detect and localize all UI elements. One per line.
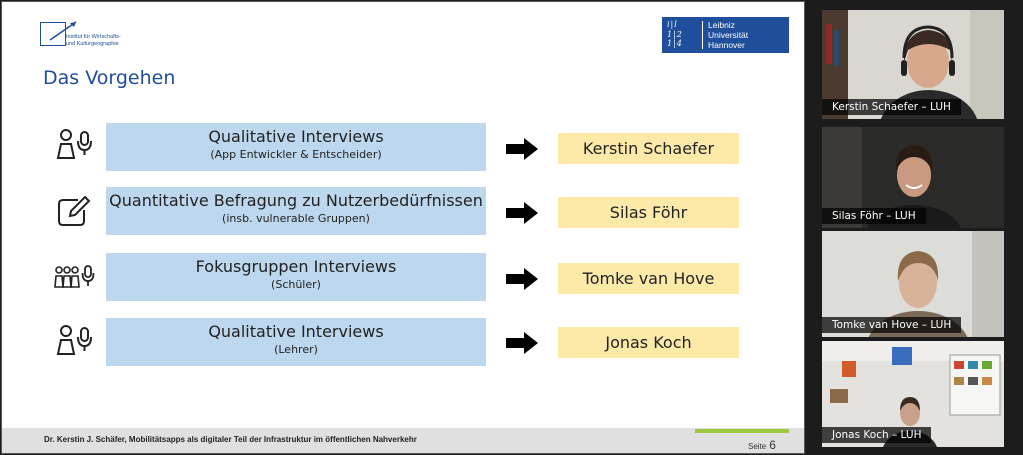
luh-text-3: Hannover [708,40,745,50]
method-subtitle: (App Entwickler & Entscheider) [210,148,382,161]
method-box: Qualitative Interviews (Lehrer) [106,318,486,366]
method-subtitle: (Schüler) [271,278,321,291]
arrow-right-icon [506,202,538,224]
luh-logo: i|l 1|2 1|4 Leibniz Universität Hannover [662,17,789,53]
institute-logo: Institut für Wirtschafts- und Kulturgeog… [36,16,156,56]
participant-video-tile[interactable]: Silas Föhr – LUH [822,127,1004,228]
participant-name: Silas Föhr – LUH [822,208,926,224]
page-number-value: 6 [769,438,776,452]
arrow-right-icon [506,332,538,354]
person-microphone-icon [56,325,92,355]
luh-text-2: Universität [708,30,749,40]
method-box: Qualitative Interviews (App Entwickler &… [106,123,486,171]
page-label: Seite [748,442,767,451]
method-subtitle: (insb. vulnerable Gruppen) [222,212,370,225]
slide-title: Das Vorgehen [43,67,176,89]
participant-name: Jonas Koch – LUH [822,427,932,443]
luh-text-1: Leibniz [708,20,735,30]
footer-accent-bar [695,429,789,433]
method-subtitle: (Lehrer) [274,343,318,356]
participant-video-tile[interactable]: Jonas Koch – LUH [822,341,1004,447]
participant-video-tile[interactable]: Tomke van Hove – LUH [822,231,1004,337]
arrow-right-icon [506,268,538,290]
person-microphone-icon [56,129,92,159]
arrow-right-icon [506,138,538,160]
group-microphone-icon [54,265,95,288]
luh-mark: i|l 1|2 1|4 [667,20,683,48]
assigned-person: Silas Föhr [558,197,739,228]
method-title: Quantitative Befragung zu Nutzerbedürfni… [109,191,483,210]
method-title: Qualitative Interviews [208,322,384,341]
participant-name: Tomke van Hove – LUH [822,317,962,333]
assigned-person: Tomke van Hove [558,263,739,294]
institute-logo-text: Institut für Wirtschafts- und Kulturgeog… [66,34,121,47]
edit-form-icon [58,195,91,226]
participant-video-tile[interactable]: Kerstin Schaefer – LUH [822,10,1004,119]
slide-footer: Dr. Kerstin J. Schäfer, Mobilitätsapps a… [2,428,804,453]
method-title: Qualitative Interviews [208,127,384,146]
assigned-person: Kerstin Schaefer [558,133,739,164]
method-box: Quantitative Befragung zu Nutzerbedürfni… [106,187,486,235]
method-box: Fokusgruppen Interviews (Schüler) [106,253,486,301]
assigned-person: Jonas Koch [558,327,739,358]
footer-text: Dr. Kerstin J. Schäfer, Mobilitätsapps a… [44,435,417,444]
presentation-slide: Institut für Wirtschafts- und Kulturgeog… [1,1,805,454]
method-title: Fokusgruppen Interviews [195,257,397,276]
participant-name: Kerstin Schaefer – LUH [822,99,961,115]
